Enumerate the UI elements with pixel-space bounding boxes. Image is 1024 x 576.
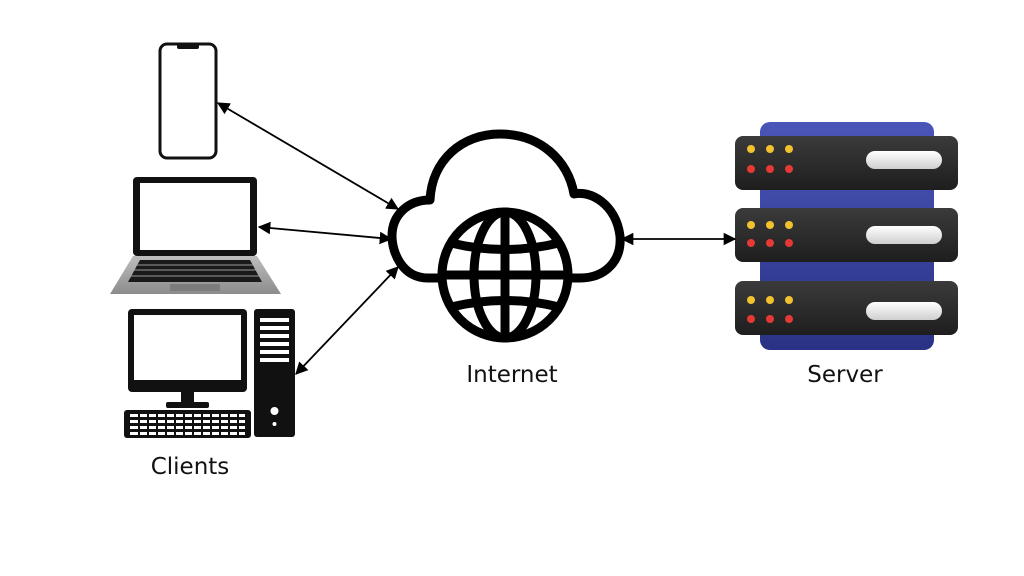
laptop-icon [110, 177, 281, 294]
server-rack-icon [735, 122, 958, 350]
clients-label: Clients [150, 454, 230, 480]
arrow-desktop-internet [295, 266, 399, 375]
internet-label: Internet [466, 362, 558, 388]
server-label: Server [807, 362, 883, 388]
arrow-laptop-internet [257, 221, 393, 245]
desktop-computer-icon [124, 309, 295, 438]
arrow-phone-internet [216, 102, 400, 210]
cloud-globe-icon [387, 129, 625, 343]
smartphone-icon [158, 42, 218, 160]
server-unit [735, 136, 958, 190]
server-unit [735, 208, 958, 262]
server-unit [735, 281, 958, 335]
